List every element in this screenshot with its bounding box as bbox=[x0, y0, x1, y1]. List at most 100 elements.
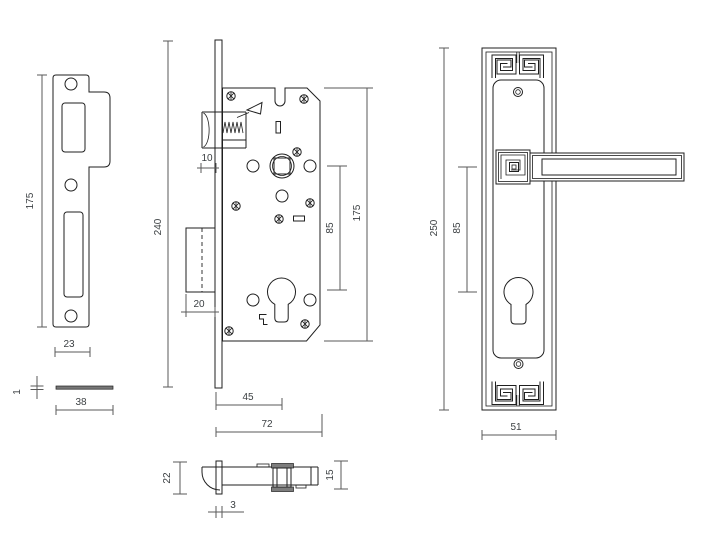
handle-rose-border bbox=[498, 152, 528, 182]
plate-screw bbox=[513, 87, 523, 97]
spindle-square bbox=[273, 157, 291, 175]
screw-hole bbox=[64, 178, 78, 192]
dim-faceplate-height: 240 bbox=[153, 40, 173, 388]
plate-inner-border bbox=[485, 51, 553, 407]
greek-key-ornament bbox=[491, 381, 517, 405]
backset-label: 45 bbox=[242, 392, 254, 403]
plate-screw bbox=[513, 359, 524, 369]
lever-handle-border bbox=[532, 155, 682, 179]
strike-depth-label: 38 bbox=[75, 397, 87, 408]
dim-plate-height: 250 bbox=[429, 47, 449, 411]
handle-rose bbox=[495, 149, 531, 185]
greek-key-ornament bbox=[519, 54, 544, 79]
slot-horizontal bbox=[293, 215, 305, 222]
screw-icon bbox=[300, 319, 310, 329]
fixing-hole bbox=[246, 159, 260, 173]
case-depth-label: 72 bbox=[261, 419, 273, 430]
dim-strike-height: 175 bbox=[25, 74, 47, 328]
rose-center-hole bbox=[511, 164, 517, 170]
case-edge-side bbox=[222, 466, 319, 486]
dim-spindle-to-cylinder: 85 bbox=[325, 165, 347, 291]
greek-key-ornament bbox=[519, 381, 544, 405]
strike-width-label: 23 bbox=[63, 339, 75, 350]
screw-icon bbox=[274, 214, 284, 224]
bolt-hook-detail bbox=[259, 314, 268, 325]
dim-deadbolt-depth: 20 bbox=[181, 294, 219, 317]
faceplate-thickness-label: 3 bbox=[230, 500, 236, 511]
screw-icon bbox=[224, 326, 234, 336]
handle-plate-view bbox=[481, 47, 685, 411]
lock-case-outline bbox=[222, 87, 321, 342]
fixing-hole bbox=[246, 293, 260, 307]
lock-body-front-view bbox=[185, 39, 321, 389]
dim-case-height: 175 bbox=[324, 87, 373, 342]
slot-vertical bbox=[275, 121, 281, 134]
dim-backset: 45 bbox=[215, 392, 283, 410]
dim-latch-protrusion: 10 bbox=[197, 153, 219, 173]
euro-cylinder-hole bbox=[267, 277, 296, 323]
fixing-hole bbox=[303, 293, 317, 307]
dim-handle-to-cylinder: 85 bbox=[452, 166, 477, 293]
dim-case-depth: 72 bbox=[215, 414, 323, 437]
dim-plate-width: 51 bbox=[481, 422, 557, 440]
keyhole bbox=[503, 276, 534, 325]
latch-cutout bbox=[61, 102, 86, 153]
lock-faceplate bbox=[214, 39, 223, 389]
ornament-divider bbox=[516, 52, 520, 406]
plate-outer-border bbox=[481, 47, 557, 411]
screw-icon bbox=[299, 94, 309, 104]
strike-plate-outline bbox=[52, 74, 111, 328]
case-height-label: 175 bbox=[352, 204, 363, 221]
spindle-to-cylinder-label: 85 bbox=[325, 222, 336, 234]
latch-head-side bbox=[201, 466, 222, 491]
handle-to-cylinder-label: 85 bbox=[452, 222, 463, 234]
dim-strike-thickness: 1 bbox=[12, 376, 44, 399]
fixing-hole bbox=[275, 189, 289, 203]
side-case-thickness-label: 15 bbox=[325, 469, 336, 481]
plate-screw-slot bbox=[515, 89, 521, 95]
dim-strike-depth: 38 bbox=[55, 397, 114, 415]
deadbolt-depth-label: 20 bbox=[193, 299, 205, 310]
side-height-label: 22 bbox=[162, 472, 173, 484]
strike-thickness-label: 1 bbox=[12, 389, 23, 395]
screw-icon bbox=[231, 201, 241, 211]
case-rib bbox=[295, 484, 307, 489]
latch-spring bbox=[222, 121, 244, 134]
spindle-hub-outer bbox=[269, 153, 295, 179]
hub-cap-top bbox=[271, 463, 294, 469]
rose-center-square bbox=[509, 162, 519, 172]
screw-icon bbox=[305, 198, 315, 208]
strike-plate-edge bbox=[55, 385, 114, 390]
trigger-cone bbox=[245, 101, 263, 115]
hub-cap-bottom bbox=[271, 486, 294, 492]
greek-key-ornament bbox=[491, 54, 517, 79]
screw-hole bbox=[64, 309, 78, 323]
dim-strike-width: 23 bbox=[54, 339, 91, 357]
latch-bevel bbox=[203, 112, 210, 148]
strike-height-label: 175 bbox=[25, 192, 36, 209]
hub-block-inner bbox=[276, 467, 288, 488]
dim-side-height: 22 bbox=[162, 461, 187, 495]
latch-bolt bbox=[201, 111, 247, 149]
deadbolt-cutout bbox=[63, 211, 84, 298]
case-rib bbox=[256, 463, 270, 468]
fixing-hole bbox=[303, 159, 317, 173]
rose-greek-key bbox=[500, 154, 526, 179]
plate-screw-slot bbox=[515, 361, 522, 367]
plate-panel bbox=[492, 79, 545, 359]
strike-plate-side-view bbox=[55, 385, 114, 390]
screw-hole bbox=[64, 77, 78, 91]
screw-icon bbox=[226, 91, 236, 101]
lever-handle bbox=[529, 152, 685, 182]
dim-faceplate-thickness: 3 bbox=[208, 500, 244, 518]
screw-icon bbox=[292, 147, 302, 157]
lever-handle-face bbox=[541, 158, 677, 176]
trigger-tail bbox=[236, 112, 250, 118]
plate-height-label: 250 bbox=[429, 219, 440, 236]
strike-plate-front-view bbox=[52, 74, 111, 328]
spindle-hub-inner bbox=[272, 156, 292, 176]
latch-protrusion-label: 10 bbox=[201, 153, 213, 164]
deadbolt-housing bbox=[185, 227, 216, 293]
